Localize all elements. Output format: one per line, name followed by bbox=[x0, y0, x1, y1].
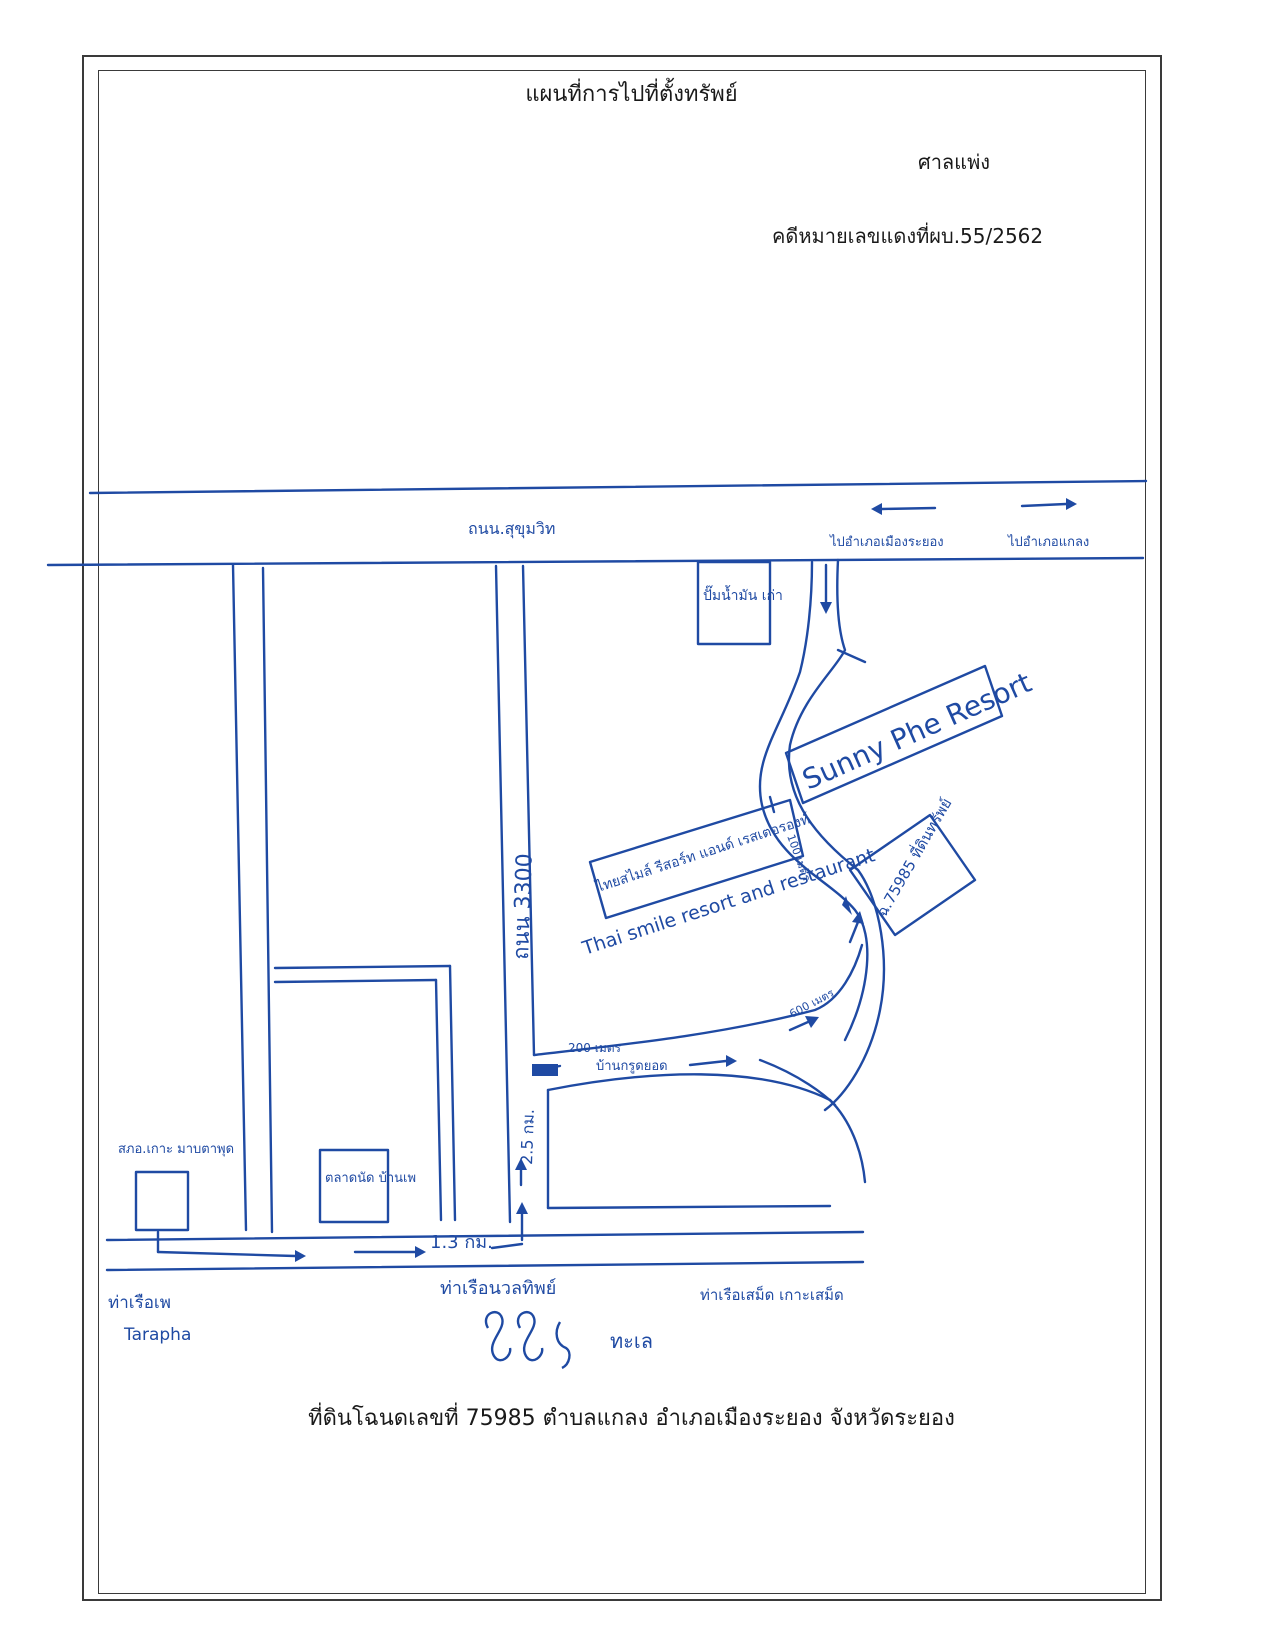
arrowheads bbox=[295, 498, 1077, 1262]
village-road-bottom bbox=[546, 1073, 867, 1184]
label-side-road: ถนน 3300 bbox=[509, 853, 538, 960]
school-box bbox=[134, 1170, 190, 1232]
market-box bbox=[318, 1148, 390, 1224]
sea-wave-1 bbox=[484, 1311, 512, 1362]
coastal-road-top bbox=[105, 1230, 865, 1242]
arrowhead-4 bbox=[515, 1158, 527, 1170]
left-road-edge-b bbox=[261, 566, 274, 1234]
label-pier-mid: ท่าเรือนวลทิพย์ bbox=[440, 1278, 556, 1299]
resort-road-right bbox=[787, 558, 886, 1112]
label-to-rayong: ไปอำเภอเมืองระยอง bbox=[829, 534, 944, 550]
land-box bbox=[848, 813, 977, 937]
label-pier-left: ท่าเรือเพ bbox=[108, 1293, 171, 1313]
old-building-box bbox=[696, 560, 772, 646]
direction-arrow-left bbox=[880, 506, 937, 511]
route-arrow-8 bbox=[788, 1020, 810, 1032]
route-arrow-7 bbox=[688, 1059, 728, 1067]
thai-smile-box bbox=[588, 798, 805, 920]
block-right-edge-a bbox=[434, 978, 443, 1222]
label-pier-right: ท่าเรือเสม็ด เกาะเสม็ด bbox=[700, 1285, 844, 1304]
direction-arrow-right bbox=[1020, 502, 1068, 508]
label-thai-smile-en: Thai smile resort and restaurant bbox=[579, 844, 878, 960]
road-3300-edge-b bbox=[521, 564, 536, 1057]
page-border-inner bbox=[98, 70, 1146, 1594]
resort-road-left bbox=[758, 560, 869, 1042]
village-road-fork bbox=[758, 1058, 837, 1107]
coastal-road-branch bbox=[546, 1204, 832, 1210]
main-road-top-edge bbox=[88, 479, 1148, 495]
label-pier-left-en: Tarapha bbox=[123, 1325, 191, 1345]
label-distance-bottom: 1.3 กม. bbox=[430, 1232, 493, 1253]
route-arrow-3 bbox=[490, 1242, 524, 1250]
route-arrow-9 bbox=[848, 920, 860, 944]
junction-mark bbox=[532, 1064, 558, 1076]
arrowhead-5 bbox=[726, 1055, 737, 1067]
label-main-road: ถนน.สุขุมวิท bbox=[468, 519, 555, 539]
map-title: แผนที่การไปที่ตั้งทรัพย์ bbox=[525, 82, 738, 107]
arrowhead-11 bbox=[842, 896, 852, 915]
arrowhead-9 bbox=[871, 503, 882, 515]
label-market: ตลาดนัด บ้านเพ bbox=[325, 1171, 416, 1186]
road-3300-edge-a bbox=[494, 564, 512, 1224]
label-village: บ้านกรูดยอด bbox=[596, 1059, 668, 1074]
left-road-edge-a bbox=[231, 563, 248, 1232]
label-sea: ทะเล bbox=[610, 1329, 653, 1353]
coastal-road-bottom bbox=[105, 1260, 865, 1272]
village-road-top bbox=[532, 943, 864, 1057]
sunny-resort-box bbox=[784, 664, 1004, 805]
case-number: คดีหมายเลขแดงที่ผบ.55/2562 bbox=[772, 224, 1044, 248]
label-distance-a: 200 เมตร bbox=[568, 1041, 622, 1055]
arrowhead-1 bbox=[295, 1250, 306, 1262]
block-right-edge-b bbox=[448, 964, 457, 1222]
court-name: ศาลแพ่ง bbox=[918, 150, 991, 174]
label-to-klaeng: ไปอำเภอแกลง bbox=[1007, 534, 1089, 550]
arrowhead-6 bbox=[805, 1016, 819, 1028]
land-title-info: ที่ดินโฉนดเลขที่ 75985 ตำบลแกลง อำเภอเมื… bbox=[308, 1406, 955, 1431]
label-distance-vertical: 2.5 กม. bbox=[517, 1109, 538, 1165]
arrowhead-10 bbox=[1066, 498, 1077, 510]
main-road-bottom-edge bbox=[46, 556, 1145, 567]
route-arrow-1 bbox=[156, 1250, 297, 1258]
block-inner-edge bbox=[273, 978, 438, 984]
arrowhead-7 bbox=[852, 911, 864, 924]
arrowhead-2 bbox=[415, 1246, 426, 1258]
route-arrow-11 bbox=[768, 795, 776, 814]
label-distance-b: 600 เมตร bbox=[787, 986, 836, 1020]
sea-wave-3 bbox=[555, 1321, 571, 1370]
arrowhead-3 bbox=[516, 1202, 528, 1214]
resort-road-stub bbox=[836, 648, 867, 664]
block-top-edge bbox=[273, 964, 452, 970]
label-old-building: ปั๊มน้ำมัน เก่า bbox=[703, 585, 783, 604]
label-school: สภอ.เกาะ มาบตาพุด bbox=[118, 1142, 234, 1157]
page-border-outer bbox=[82, 55, 1162, 1601]
sea-wave-2 bbox=[516, 1311, 544, 1362]
arrowhead-8 bbox=[820, 602, 832, 614]
